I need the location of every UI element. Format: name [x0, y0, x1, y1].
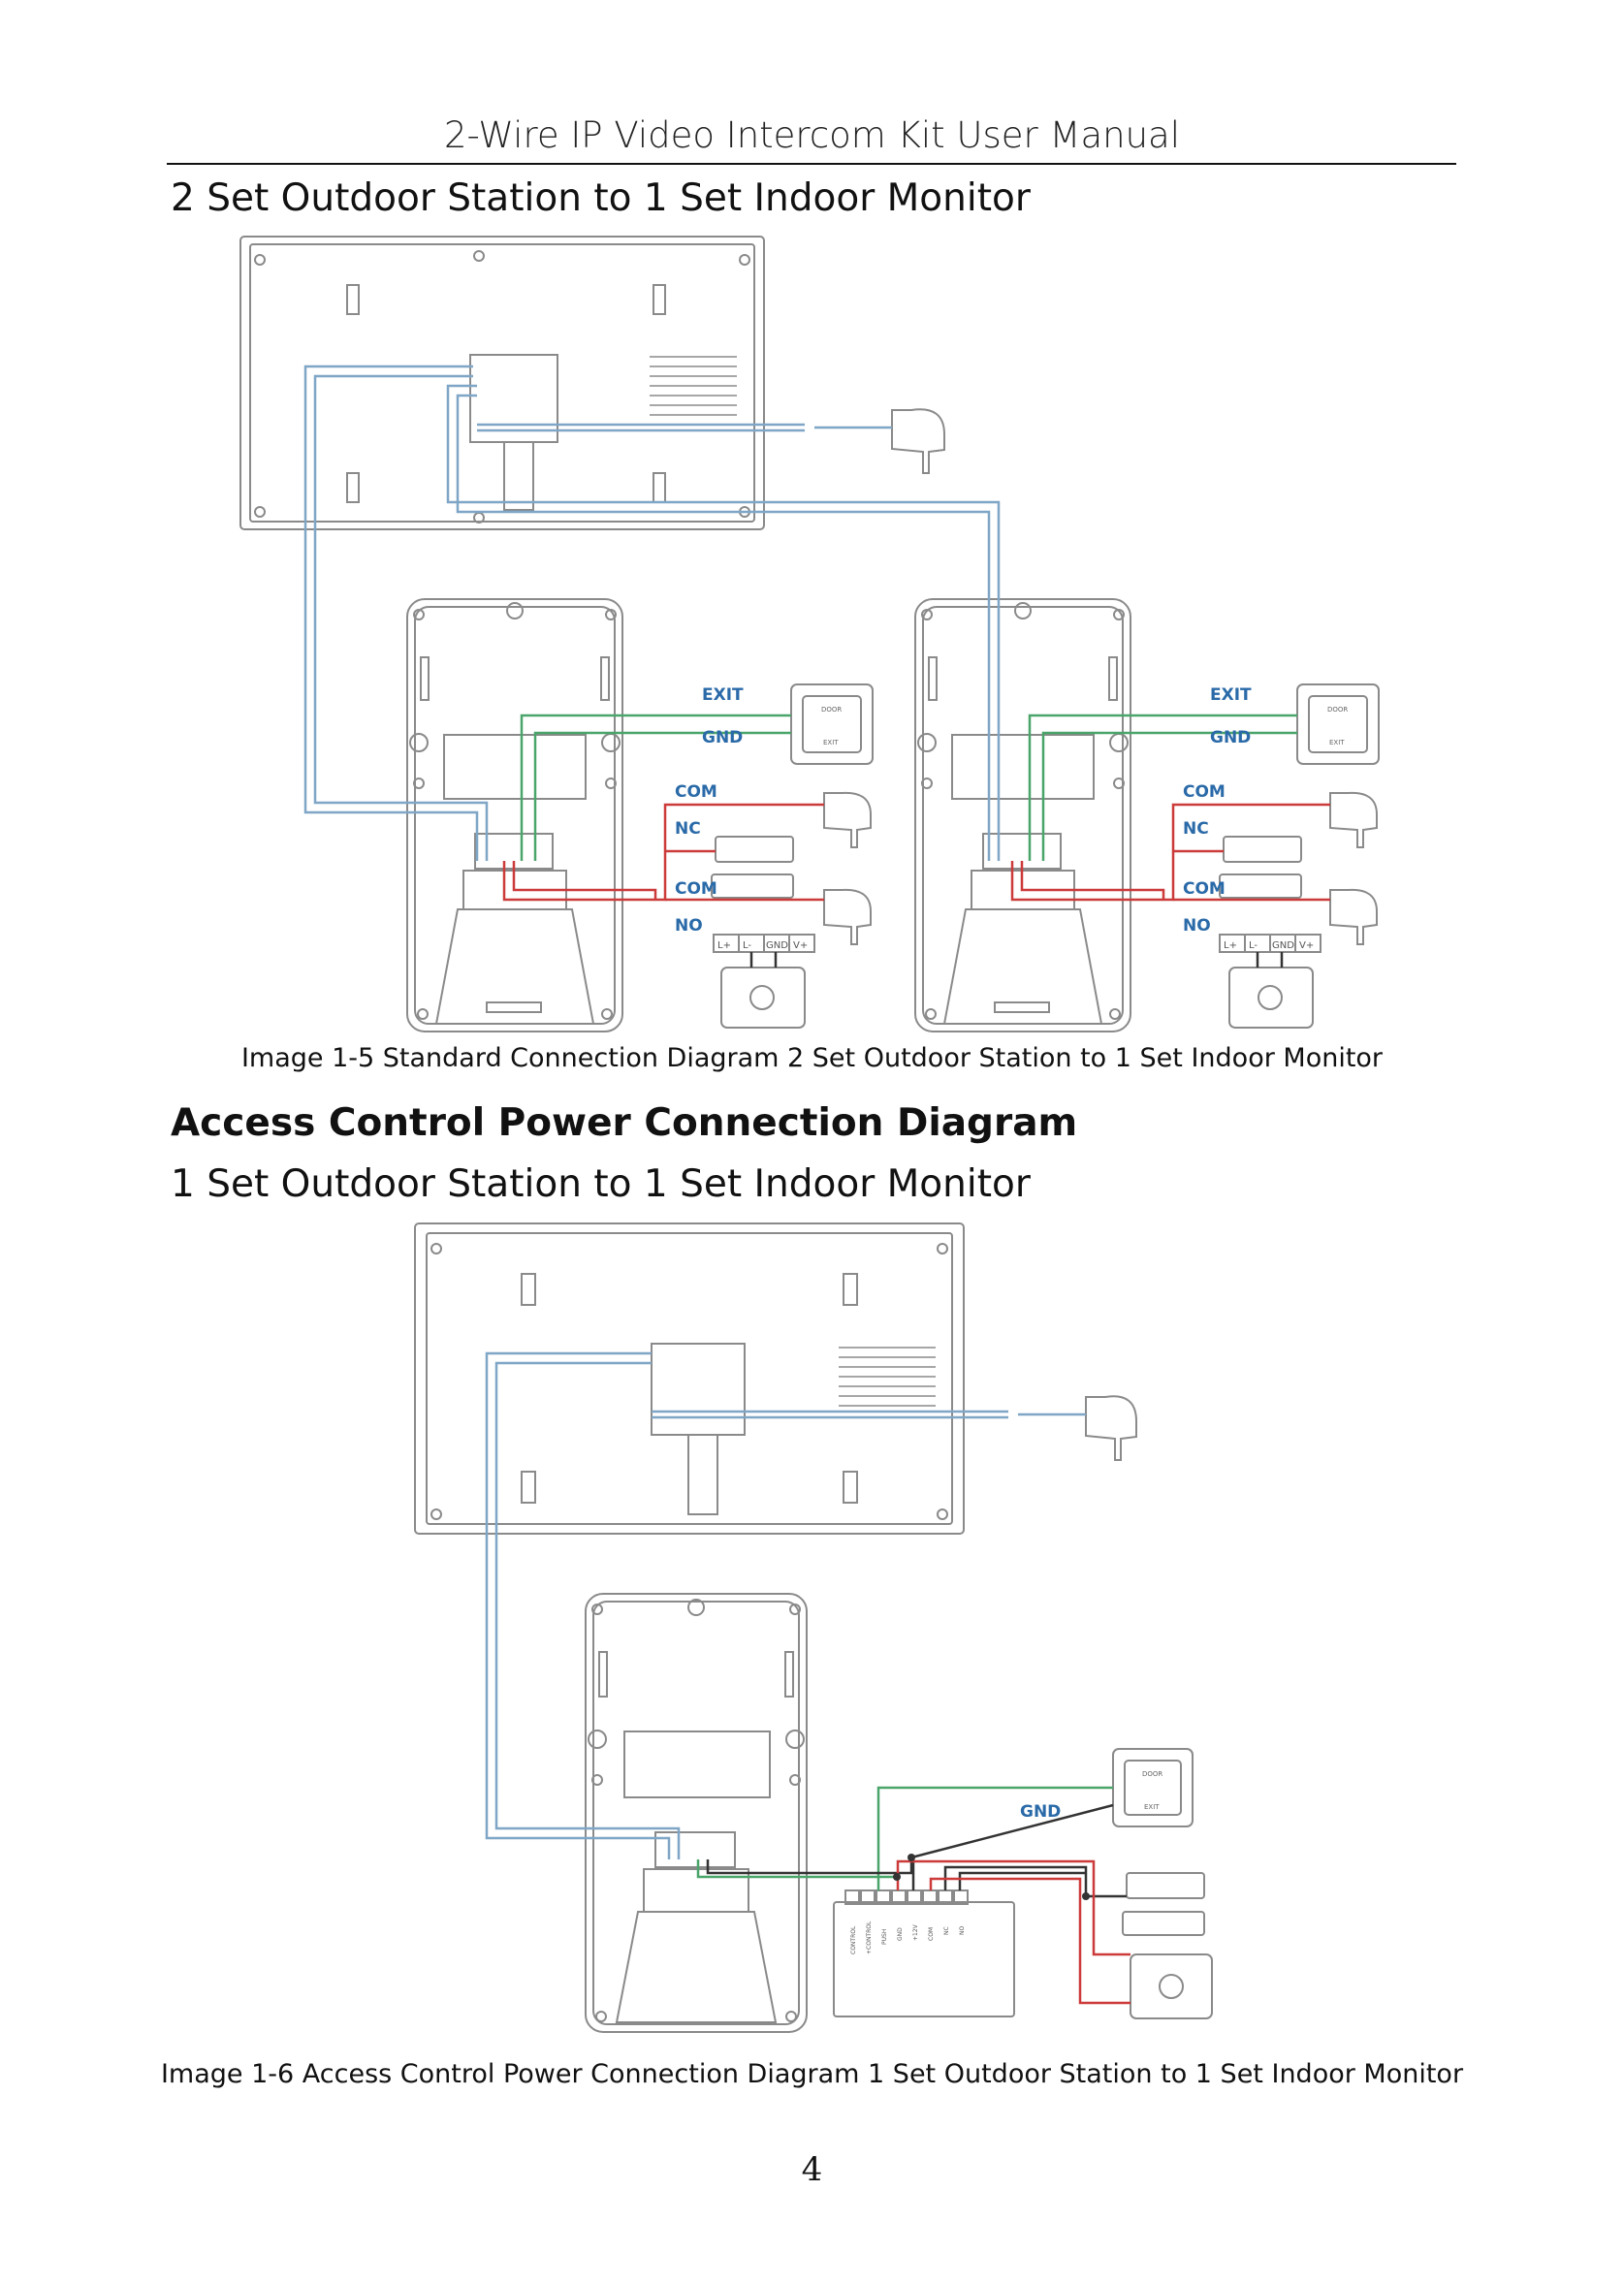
indoor-monitor [414, 1222, 965, 1535]
term-gnd-right: GND [1272, 940, 1294, 951]
power-adapter-right-1 [1329, 791, 1378, 848]
exit-button [1112, 1748, 1194, 1827]
terminal-nc: NC [943, 1926, 950, 1935]
label-gnd-left: GND [702, 728, 743, 747]
terminal-no: NO [959, 1926, 966, 1935]
label-com2-left: COM [675, 879, 717, 899]
label-com-left: COM [675, 782, 717, 802]
exit-button-right [1296, 683, 1380, 765]
wire-black [706, 1803, 1127, 1898]
label-com-right: COM [1183, 782, 1226, 802]
label-com2-right: COM [1183, 879, 1226, 899]
exit-button-right-exit: EXIT [1329, 739, 1345, 746]
wire-blue [303, 365, 1001, 861]
lock-left-1 [715, 836, 794, 863]
outdoor-station-left [406, 598, 623, 1032]
label-gnd: GND [1020, 1802, 1061, 1822]
term-lminus-right: L- [1249, 940, 1258, 951]
section1-heading: 2 Set Outdoor Station to 1 Set Indoor Mo… [171, 176, 1031, 220]
wire-red [896, 1859, 1130, 2005]
section2-heading: Access Control Power Connection Diagram [171, 1101, 1078, 1145]
terminal-plus-control: +CONTROL [866, 1921, 873, 1954]
wire-red [502, 803, 1330, 902]
wire-blue [485, 1351, 1086, 1859]
lock-2 [1122, 1911, 1205, 1936]
exit-button-left-door: DOOR [821, 706, 842, 714]
label-exit-right: EXIT [1210, 685, 1252, 705]
lock-1 [1126, 1872, 1205, 1899]
lock-body-left [720, 967, 806, 1029]
power-adapter-top [891, 408, 945, 474]
exit-button-exit: EXIT [1144, 1803, 1160, 1811]
term-gnd-left: GND [766, 940, 788, 951]
access-controller [833, 1889, 1015, 2017]
exit-button-right-door: DOOR [1327, 706, 1348, 714]
terminal-control: CONTROL [850, 1925, 857, 1954]
diagram-access-control-power: GND DOOR EXIT CONTROL +CONTROL PUSH GND … [414, 1222, 1213, 2033]
terminal-gnd: GND [897, 1927, 904, 1941]
label-no-left: NO [675, 916, 703, 936]
header-rule [167, 163, 1456, 165]
lock-body-right [1228, 967, 1314, 1029]
exit-button-left-exit: EXIT [823, 739, 839, 746]
power-adapter-left-2 [823, 888, 872, 945]
lock-body [1130, 1953, 1213, 2019]
lock-left-2 [711, 873, 794, 899]
header-title: 2-Wire IP Video Intercom Kit User Manual [444, 114, 1180, 156]
label-nc-left: NC [675, 819, 701, 839]
term-vplus-left: V+ [793, 940, 808, 951]
caption-image-1-5: Image 1-5 Standard Connection Diagram 2 … [240, 1043, 1384, 1073]
lock-right-1 [1223, 836, 1302, 863]
exit-button-door: DOOR [1142, 1770, 1162, 1778]
terminal-com: COM [928, 1927, 935, 1941]
term-lplus-right: L+ [1224, 940, 1237, 951]
outdoor-station-right [914, 598, 1131, 1032]
outdoor-station [585, 1593, 808, 2033]
wire-black [749, 952, 1284, 968]
power-adapter-left-1 [823, 791, 872, 848]
power-adapter [1085, 1395, 1137, 1461]
terminal-push: PUSH [881, 1929, 888, 1945]
diagram-standard-connection: EXIT GND COM NC COM NO EXIT GND COM NC C… [239, 236, 1380, 1032]
caption-image-1-6: Image 1-6 Access Control Power Connectio… [160, 2059, 1464, 2089]
label-gnd-right: GND [1210, 728, 1251, 747]
power-adapter-right-2 [1329, 888, 1378, 945]
wire-green [520, 714, 1297, 861]
terminal-12v: +12V [912, 1923, 919, 1941]
label-nc-right: NC [1183, 819, 1209, 839]
label-exit-left: EXIT [702, 685, 744, 705]
term-lminus-left: L- [743, 940, 751, 951]
exit-button-left [790, 683, 874, 765]
controller-terminal-labels: CONTROL +CONTROL PUSH GND +12V COM NC NO [850, 1921, 966, 1954]
wire-green [696, 1786, 1113, 1890]
label-no-right: NO [1183, 916, 1211, 936]
page-number: 4 [801, 2150, 823, 2189]
lock-right-2 [1219, 873, 1302, 899]
section2-subheading: 1 Set Outdoor Station to 1 Set Indoor Mo… [171, 1162, 1031, 1206]
indoor-monitor [239, 236, 765, 530]
term-lplus-left: L+ [717, 940, 731, 951]
term-vplus-right: V+ [1299, 940, 1314, 951]
